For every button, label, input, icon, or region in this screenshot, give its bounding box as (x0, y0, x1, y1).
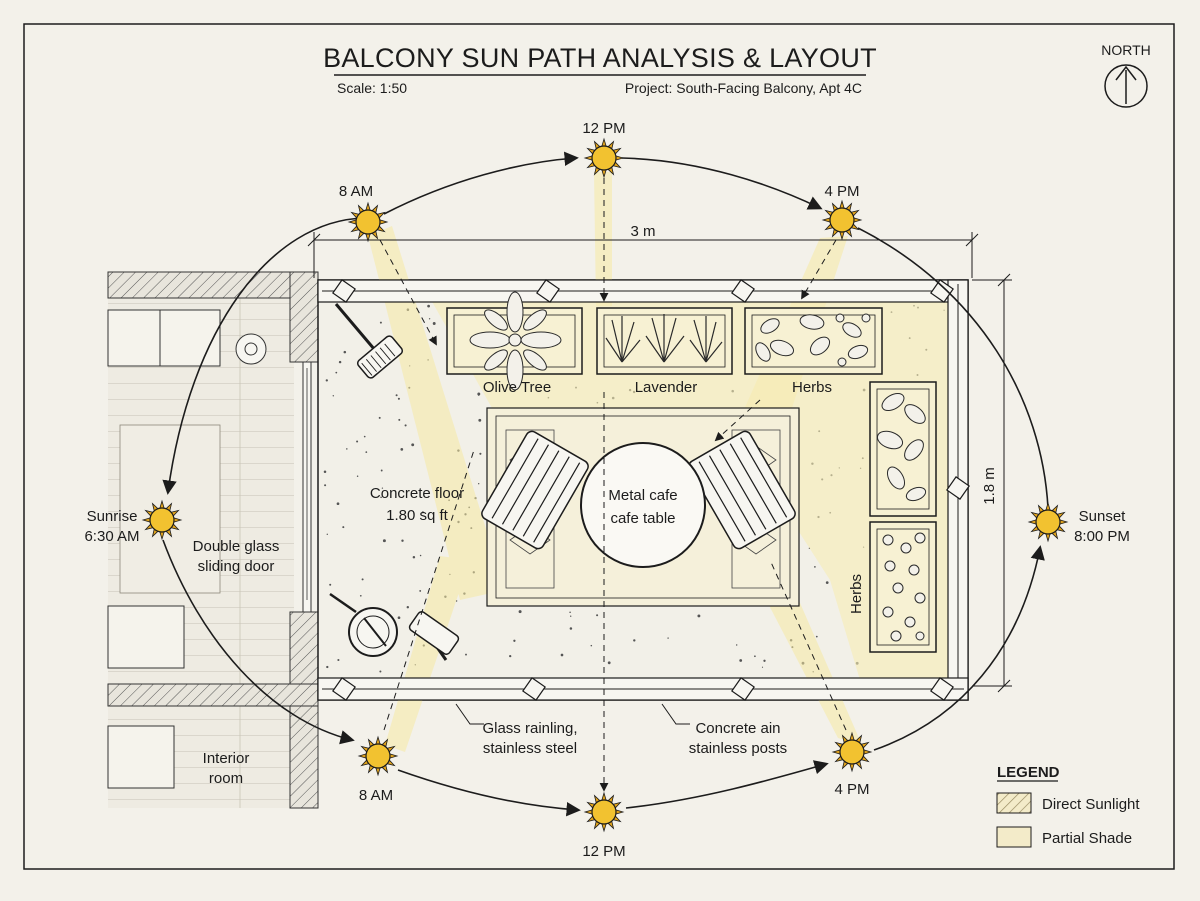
sun-sunset-icon (1027, 501, 1069, 543)
dimension-width-label: 3 m (630, 223, 655, 240)
sun-label-bottom-4pm: 4 PM (834, 781, 869, 798)
planter-herbs-side-top (869, 381, 937, 517)
railing-label-line1: Glass rainling, (482, 720, 577, 737)
table-label-line1: Metal cafe (608, 487, 677, 504)
sun-top-4pm-icon (821, 199, 863, 241)
sunset-time: 8:00 PM (1074, 528, 1130, 545)
sunrise-label: Sunrise (87, 508, 138, 525)
posts-label-line2: stainless posts (689, 740, 787, 757)
legend-swatch-direct (996, 792, 1032, 814)
sun-markers (141, 137, 1069, 833)
callout-leaders (455, 703, 690, 725)
legend-title: LEGEND (997, 764, 1060, 781)
sun-bottom-4pm-icon (831, 731, 873, 773)
planter-label-lavender: Lavender (635, 379, 698, 396)
interior-label-line2: room (209, 770, 243, 787)
legend: LEGEND Direct Sunlight Partial Shade (996, 764, 1140, 848)
chair-right (688, 430, 796, 550)
project-label: Project: South-Facing Balcony, Apt 4C (625, 80, 862, 96)
legend-swatch-shade (996, 826, 1032, 848)
sun-label-top-12pm: 12 PM (582, 120, 625, 137)
floor-label-line1: Concrete floor (370, 485, 464, 502)
cafe-table (580, 442, 706, 568)
sun-ray-lines (379, 178, 847, 792)
north-label: NORTH (1101, 42, 1151, 58)
sun-label-top-8am: 8 AM (339, 183, 373, 200)
chair-left (481, 430, 589, 550)
interior-label-line1: Interior (203, 750, 250, 767)
diagram-title: BALCONY SUN PATH ANALYSIS & LAYOUT (323, 43, 877, 73)
broom-icon (334, 303, 404, 379)
brush-icon (408, 611, 460, 661)
sun-sunrise-icon (141, 499, 183, 541)
sun-top-12pm-icon (583, 137, 625, 179)
planter-herbs-top (744, 307, 883, 375)
planter-label-herbs-side: Herbs (848, 574, 865, 614)
sunset-label: Sunset (1079, 508, 1127, 525)
door-label-line1: Double glass (193, 538, 280, 555)
sun-label-bottom-8am: 8 AM (359, 787, 393, 804)
sun-bottom-8am-icon (357, 735, 399, 777)
planter-herbs-side (869, 521, 937, 653)
table-label-line2: cafe table (610, 510, 675, 527)
planter-label-olive: Olive Tree (483, 379, 551, 396)
planter-olive-tree (446, 291, 583, 391)
sunrise-time: 6:30 AM (84, 528, 139, 545)
interior-area (107, 271, 319, 809)
dimension-depth-label: 1.8 m (981, 467, 998, 505)
watering-can-icon (329, 592, 398, 657)
legend-item-shade: Partial Shade (1042, 830, 1132, 847)
partial-shade-zone (430, 298, 948, 680)
sun-label-bottom-12pm: 12 PM (582, 843, 625, 860)
door-label-line2: sliding door (198, 558, 275, 575)
dimension-depth (972, 273, 1012, 693)
railing-label-line2: stainless steel (483, 740, 577, 757)
sun-bottom-12pm-icon (583, 791, 625, 833)
planter-label-herbs: Herbs (792, 379, 832, 396)
page-frame (23, 23, 1175, 870)
scale-label: Scale: 1:50 (337, 80, 407, 96)
sun-path-orbit (162, 151, 1049, 817)
dimension-width (307, 232, 979, 278)
railing (317, 279, 970, 701)
legend-item-direct: Direct Sunlight (1042, 796, 1140, 813)
north-arrow-icon (1104, 64, 1148, 108)
planter-lavender (596, 307, 733, 375)
posts-label-line1: Concrete ain (695, 720, 780, 737)
sun-top-8am-icon (347, 201, 389, 243)
floor-label-line2: 1.80 sq ft (386, 507, 449, 524)
sun-label-top-4pm: 4 PM (824, 183, 859, 200)
